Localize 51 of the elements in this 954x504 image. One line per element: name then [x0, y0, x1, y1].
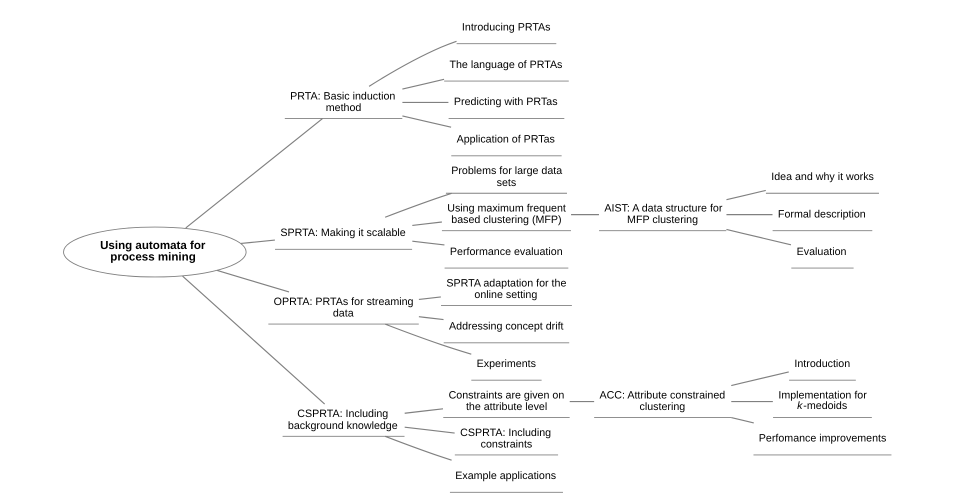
node-text: Introducing PRTAs [461, 21, 550, 34]
node-text: Constraints are given on the attribute level [448, 390, 564, 414]
node-text: Implementation for k-medoids [778, 390, 866, 412]
node-text: AIST: A data structure for MFP clustering [604, 202, 722, 226]
connector [402, 78, 444, 90]
connector [216, 270, 289, 293]
node-text: Evaluation [796, 246, 846, 258]
node-text: Experiments [476, 358, 536, 370]
connector [726, 190, 766, 200]
connector [240, 240, 274, 244]
node-text: Performance evaluation [449, 246, 562, 258]
node-text: Application of PRTas [456, 134, 554, 146]
connector [402, 102, 448, 104]
connector [726, 214, 772, 216]
node-text: Problems for large data sets [450, 165, 562, 189]
node-text: PRTA: Basic induction method [290, 90, 395, 114]
node-ellipse: Using automata for process mining [62, 226, 246, 278]
node-text: Introduction [794, 358, 850, 370]
node-text: Predicting with PRTas [453, 96, 558, 108]
connector [404, 408, 443, 414]
connector [730, 371, 788, 386]
connector [569, 400, 594, 402]
connector [384, 324, 471, 355]
node-text: Perfomance improvements [758, 432, 886, 445]
node-text: CSPRTA: Including background knowledge [287, 408, 398, 432]
node-text: Addressing concept drift [448, 320, 564, 333]
node-text: SPRTA: Making it scalable [280, 227, 406, 240]
connector [184, 118, 322, 228]
node-text: OPRTA: PRTAs for streaming data [273, 296, 413, 320]
connector [384, 436, 452, 461]
connector [402, 115, 451, 128]
node-text: Formal description [777, 208, 866, 220]
connector [730, 417, 754, 424]
node-text: The language of PRTAs [448, 58, 562, 71]
connector [404, 426, 454, 434]
node-text: Idea and why it works [770, 170, 874, 183]
connector [570, 214, 598, 216]
connector [418, 296, 440, 300]
node-text: Example applications [454, 470, 556, 482]
connector [726, 228, 791, 246]
connector [368, 40, 456, 87]
connector [384, 192, 452, 218]
node-text: CSPRTA: Including constraints [460, 426, 551, 450]
connector [418, 316, 444, 320]
node-text: Using maximum frequent based clustering (MFP) [446, 202, 566, 226]
node-text: SPRTA adaptation for the online setting [446, 277, 566, 301]
node-text: ACC: Attribute constrained clustering [598, 390, 725, 414]
connector [412, 221, 442, 226]
connector [730, 400, 772, 402]
connector [412, 240, 444, 246]
connector [182, 276, 325, 404]
